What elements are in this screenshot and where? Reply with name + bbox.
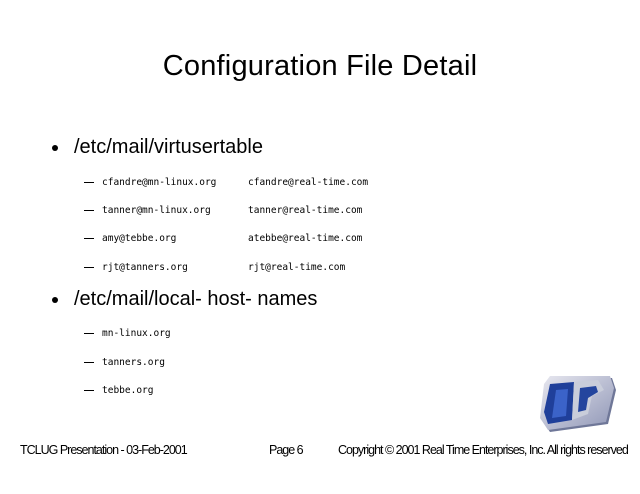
alias-from: amy@tebbe.org: [102, 232, 177, 244]
list-item: rjt@tanners.org rjt@real-time.com: [84, 260, 345, 274]
alias-from: tanner@mn-linux.org: [102, 204, 211, 216]
bullet-heading: /etc/mail/local- host- names: [74, 288, 318, 310]
company-logo-icon: [540, 376, 616, 432]
slide-title: Configuration File Detail: [162, 50, 478, 82]
alias-from: rjt@tanners.org: [102, 261, 188, 273]
alias-to: cfandre@real-time.com: [248, 176, 369, 188]
host-name: tebbe.org: [102, 384, 154, 396]
list-item: tebbe.org: [84, 383, 153, 397]
bullet-local-host-names: /etc/mail/local- host- names: [52, 288, 317, 311]
dash-icon: [84, 237, 94, 239]
bullet-dot-icon: [52, 144, 58, 151]
dash-icon: [84, 266, 94, 268]
dash-icon: [84, 361, 94, 363]
footer-left: TCLUG Presentation - 03-Feb-2001: [20, 443, 188, 457]
list-item: tanner@mn-linux.org tanner@real-time.com: [84, 203, 362, 217]
alias-to: rjt@real-time.com: [248, 261, 346, 273]
list-item: tanners.org: [84, 355, 165, 369]
footer-copyright: Copyright © 2001 Real Time Enterprises, …: [338, 443, 629, 457]
alias-from: cfandre@mn-linux.org: [102, 176, 217, 188]
list-item: mn-linux.org: [84, 326, 171, 340]
alias-to: tanner@real-time.com: [248, 204, 363, 216]
dash-icon: [84, 332, 94, 334]
bullet-heading: /etc/mail/virtusertable: [74, 136, 263, 158]
footer-page: Page 6: [269, 443, 304, 457]
dash-icon: [84, 209, 94, 211]
host-name: mn-linux.org: [102, 327, 171, 339]
dash-icon: [84, 389, 94, 391]
bullet-dot-icon: [52, 296, 58, 303]
dash-icon: [84, 181, 94, 183]
list-item: cfandre@mn-linux.org cfandre@real-time.c…: [84, 175, 368, 189]
alias-to: atebbe@real-time.com: [248, 232, 363, 244]
host-name: tanners.org: [102, 356, 165, 368]
bullet-virtusertable: /etc/mail/virtusertable: [52, 136, 263, 159]
list-item: amy@tebbe.org atebbe@real-time.com: [84, 231, 362, 245]
